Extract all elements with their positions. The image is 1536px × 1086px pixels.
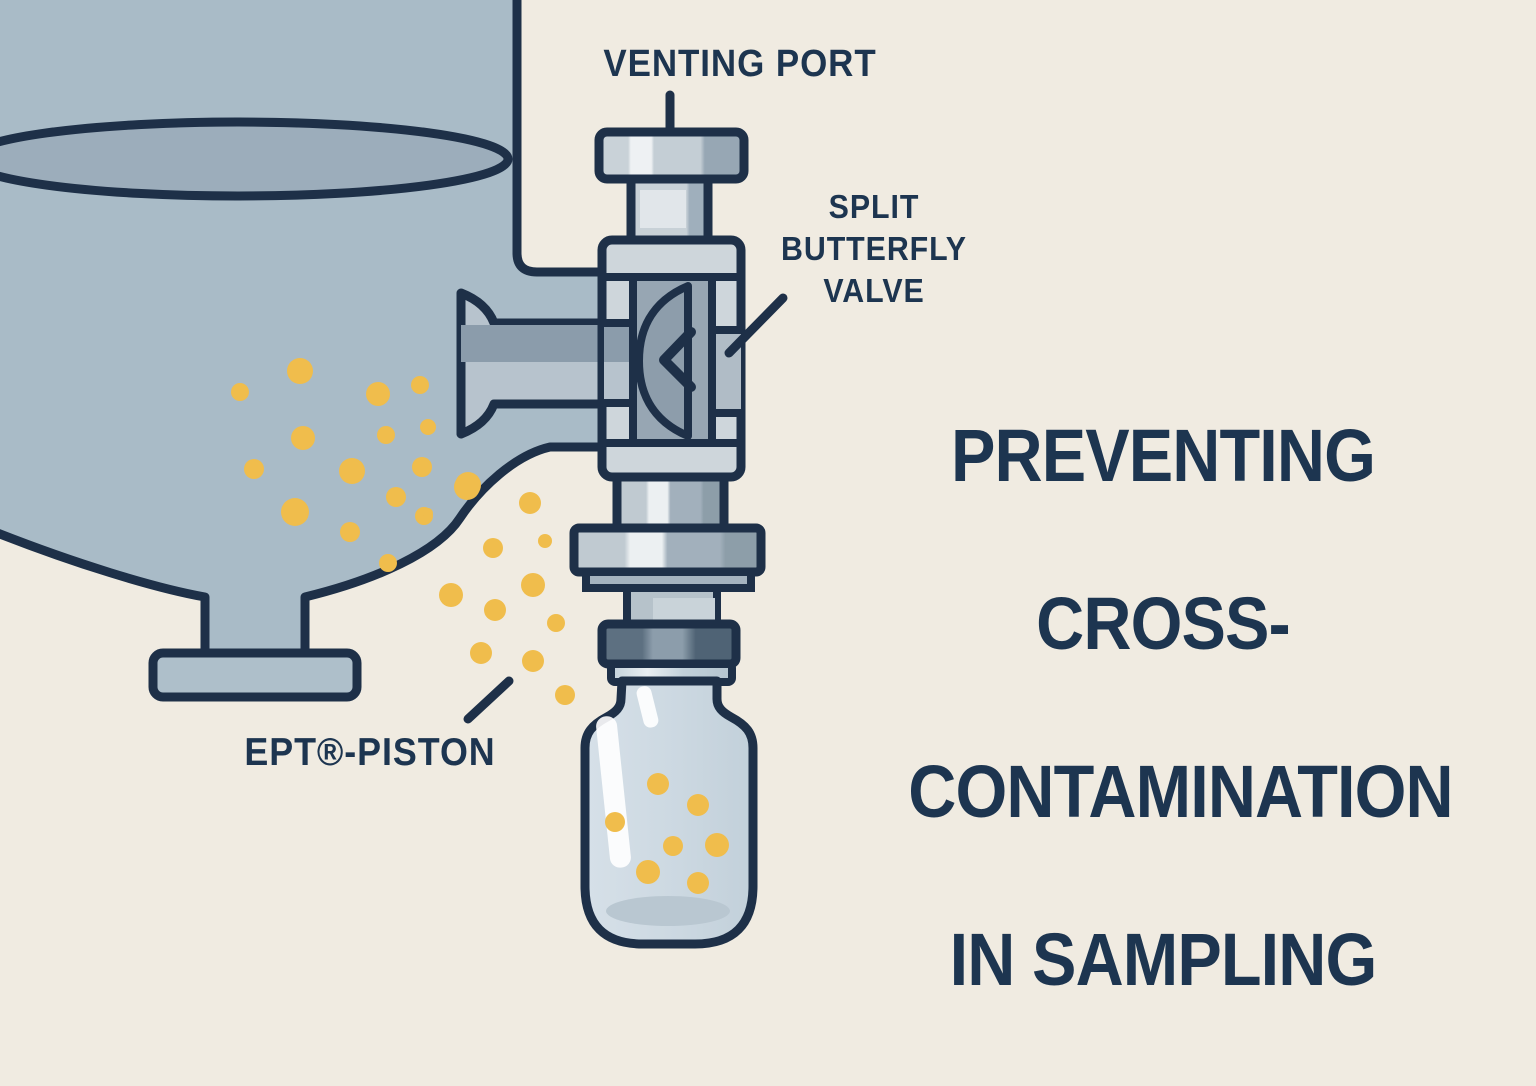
particle-dot xyxy=(521,573,545,597)
particle-dot xyxy=(423,508,433,518)
particle-dot xyxy=(605,812,625,832)
bottle-bottom-shadow xyxy=(606,896,730,926)
valve-lower-neck xyxy=(612,472,729,535)
infographic-canvas: VENTING PORT SPLIT BUTTERFLY VALVE EPT®-… xyxy=(0,0,1454,1001)
particle-dot xyxy=(420,419,436,435)
particle-dot xyxy=(339,458,365,484)
bottle-neck-highlight xyxy=(636,686,659,728)
valve-frame-lines xyxy=(600,273,745,447)
falling-particle-stream xyxy=(423,474,575,705)
particle-dot xyxy=(555,685,575,705)
particle-dot xyxy=(231,383,249,401)
valve-upper-neck-highlight xyxy=(640,190,686,228)
particle-dot xyxy=(377,426,395,444)
page-title: PREVENTING CROSS- CONTAMINATION IN SAMPL… xyxy=(908,330,1453,1086)
particle-dot xyxy=(538,534,552,548)
title-line-2: CROSS- xyxy=(1036,582,1291,665)
bottle-highlight-streak xyxy=(596,716,631,868)
valve-left-port-light xyxy=(604,362,633,403)
ept-piston-pointer-line xyxy=(463,676,514,724)
particle-dot xyxy=(340,522,360,542)
particle-dot xyxy=(366,382,390,406)
valve-left-port-dark xyxy=(604,325,633,362)
split-valve-pointer-line xyxy=(724,293,788,358)
particle-dot xyxy=(411,376,429,394)
butterfly-disc-arrow xyxy=(659,327,696,392)
vessel-opening-ellipse xyxy=(0,117,513,201)
particle-dot xyxy=(663,836,683,856)
particle-dot xyxy=(636,860,660,884)
particle-dot xyxy=(439,583,463,607)
particle-dot xyxy=(705,833,729,857)
vessel-pedestal-base xyxy=(148,648,362,702)
particle-dot xyxy=(386,487,406,507)
particle-dot xyxy=(687,794,709,816)
particle-dot xyxy=(454,474,480,500)
particle-dot xyxy=(484,599,506,621)
particle-dot xyxy=(244,459,264,479)
title-line-1: PREVENTING xyxy=(951,414,1376,497)
sampling-diagram xyxy=(0,0,788,949)
particle-dot xyxy=(547,614,565,632)
particle-dot xyxy=(687,872,709,894)
particle-dot xyxy=(412,457,432,477)
particle-dot xyxy=(522,650,544,672)
title-line-3: CONTAMINATION xyxy=(908,750,1453,833)
particle-dot xyxy=(483,538,503,558)
particle-dot xyxy=(287,358,313,384)
particle-dot xyxy=(281,498,309,526)
venting-port-cap xyxy=(594,127,749,184)
bottle-collar xyxy=(597,619,741,669)
particle-dot xyxy=(647,773,669,795)
connector-pipe-highlight xyxy=(653,598,715,623)
venting-port-label: VENTING PORT xyxy=(603,43,877,85)
title-line-4: IN SAMPLING xyxy=(949,918,1378,1001)
particle-dot xyxy=(379,554,397,572)
lower-flange xyxy=(569,523,766,577)
particle-dot xyxy=(291,426,315,450)
particle-dot xyxy=(470,642,492,664)
ept-piston-label: EPT®-PISTON xyxy=(244,731,496,774)
bottle-particles xyxy=(605,773,729,894)
particle-dot xyxy=(519,492,541,514)
split-butterfly-valve-label: SPLIT BUTTERFLY VALVE xyxy=(781,188,967,309)
